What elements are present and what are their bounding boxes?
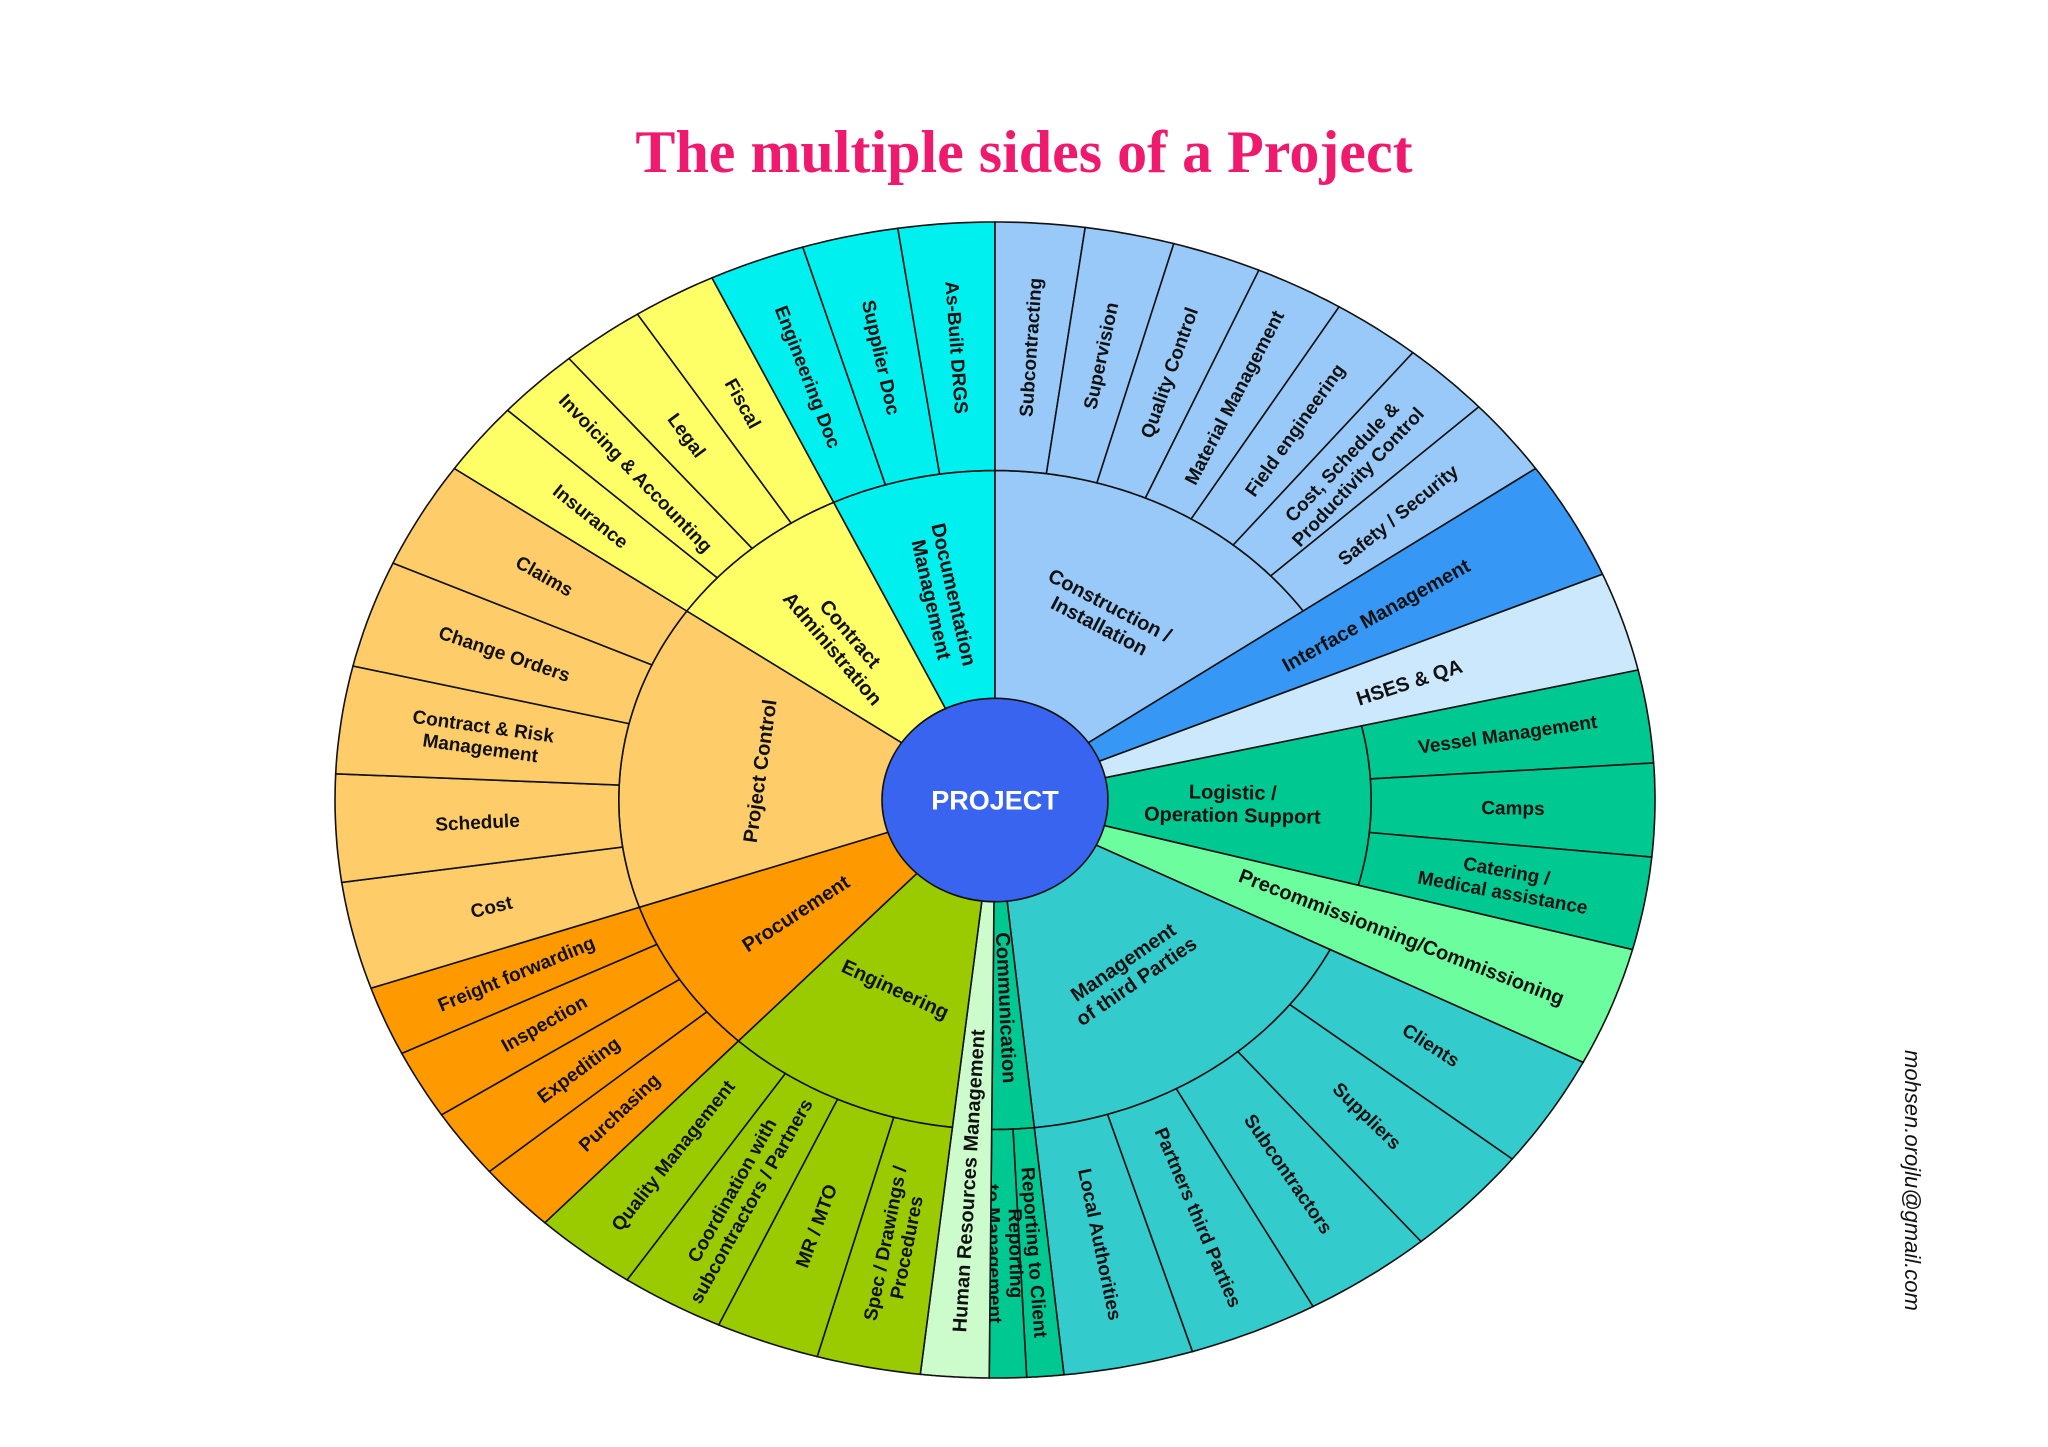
segment-contract-4 [636, 276, 835, 525]
center-label: PROJECT [931, 785, 1059, 815]
author-credit: mohsen.orojlu@gmail.com [1900, 1050, 1925, 1311]
segment-project_control-2-label: Schedule [435, 811, 520, 836]
sector-logistic-label: Logistic /Operation Support [1144, 781, 1322, 829]
center-circle [881, 697, 1109, 903]
segment-logistic-2-label: Camps [1481, 798, 1545, 820]
diagram-title: The multiple sides of a Project [635, 119, 1413, 185]
